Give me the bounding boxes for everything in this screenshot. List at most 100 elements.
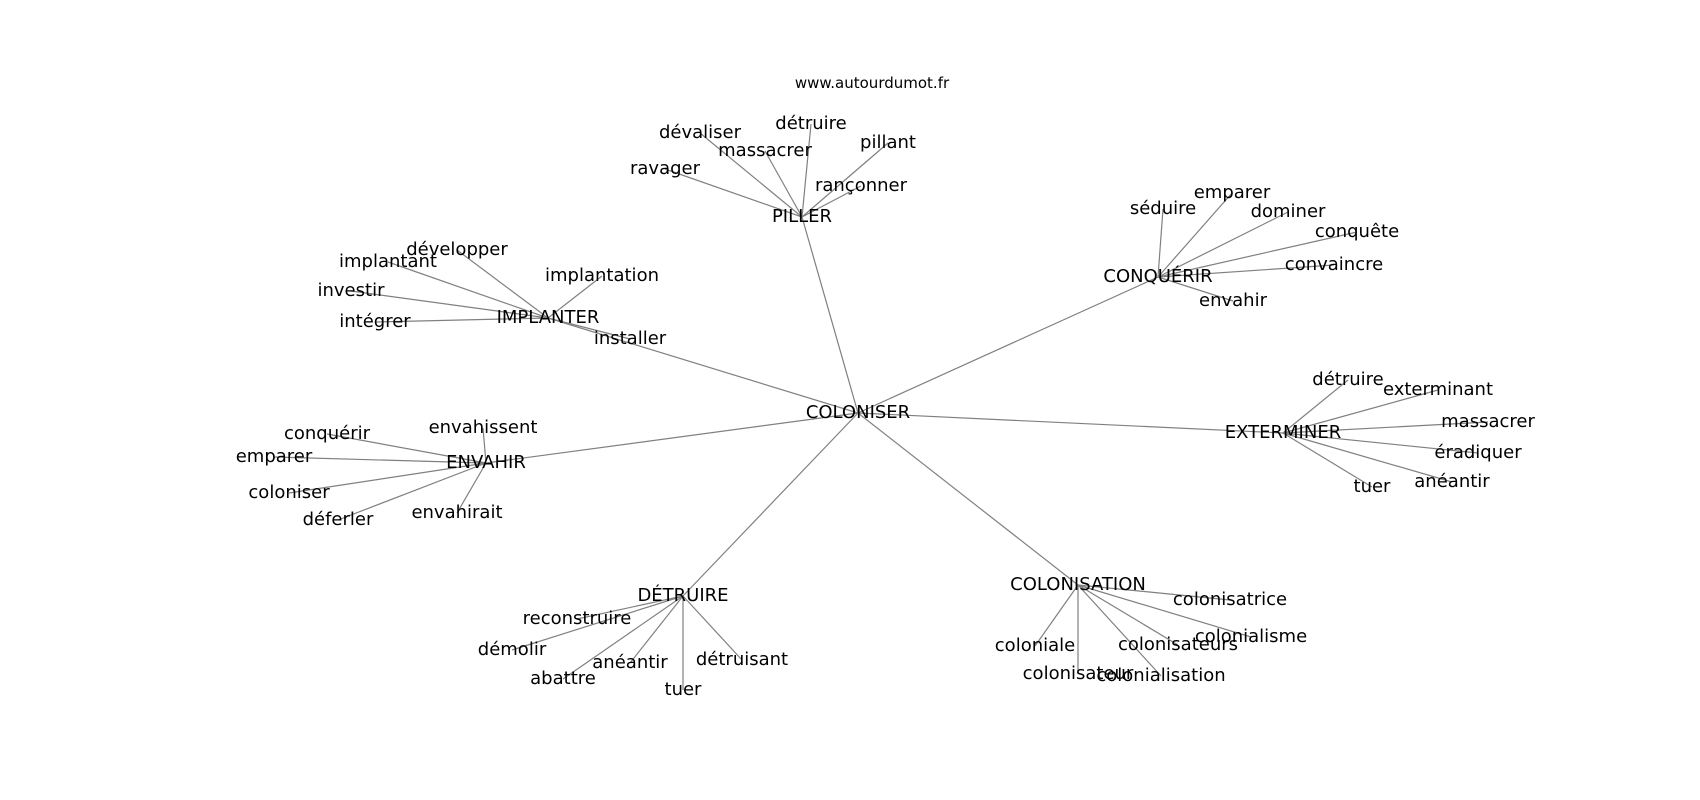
edge-hub-to-leaf: [1282, 379, 1349, 434]
edge-hub-to-leaf: [682, 595, 743, 661]
edge-center-to-hub: [801, 216, 859, 414]
hub-node-label: EXTERMINER: [1225, 422, 1341, 443]
edge-hub-to-leaf: [664, 168, 803, 218]
hub-node-label: CONQUÉRIR: [1103, 265, 1212, 287]
leaf-node-label: emparer: [236, 446, 313, 467]
leaf-node-label: emparer: [1194, 182, 1271, 203]
leaf-node-label: colonisateurs: [1118, 634, 1238, 655]
leaf-node-label: anéantir: [592, 652, 668, 673]
leaf-node-label: coloniser: [248, 482, 330, 503]
edge-hub-to-leaf: [1077, 584, 1252, 638]
leaf-node-label: implantation: [545, 265, 659, 286]
leaf-node-label: tuer: [665, 679, 703, 700]
edge-hub-to-leaf: [547, 317, 631, 340]
edge-hub-to-leaf: [629, 595, 684, 664]
leaf-node-label: ravager: [630, 158, 701, 179]
hub-node-label: DÉTRUIRE: [637, 584, 728, 606]
edge-hub-to-leaf: [1157, 231, 1358, 278]
edge-hub-to-leaf: [326, 433, 487, 464]
edge-hub-to-leaf: [1282, 421, 1489, 434]
leaf-node-label: envahissent: [429, 417, 538, 438]
leaf-node-label: déferler: [303, 509, 374, 530]
hub-node-label: COLONISATION: [1010, 574, 1146, 595]
leaf-node-label: développer: [406, 239, 508, 260]
edge-hub-to-leaf: [1157, 276, 1234, 302]
leaf-node-label: installer: [594, 328, 667, 349]
edge-hub-to-leaf: [1157, 208, 1164, 278]
edge-hub-to-leaf: [337, 462, 487, 521]
leaf-node-label: colonisatrice: [1173, 589, 1287, 610]
edge-hub-to-leaf: [801, 185, 862, 218]
leaf-node-label: éradiquer: [1434, 442, 1522, 463]
edge-hub-to-leaf: [576, 595, 684, 620]
leaf-node-label: colonialisme: [1195, 626, 1307, 647]
leaf-node-label: conquête: [1315, 221, 1399, 242]
edge-hub-to-leaf: [288, 462, 487, 494]
leaf-node-label: investir: [318, 280, 386, 301]
edge-hub-to-leaf: [1077, 584, 1162, 677]
edge-hub-to-leaf: [511, 595, 684, 651]
leaf-node-label: détruisant: [696, 649, 788, 670]
edge-hub-to-leaf: [801, 142, 889, 218]
edge-hub-to-leaf: [1077, 584, 1179, 646]
graph-labels: www.autourdumot.fr COLONISER PILLER dévali…: [236, 74, 1536, 700]
leaf-node-label: convaincre: [1285, 254, 1383, 275]
edge-hub-to-leaf: [1034, 584, 1079, 647]
edge-hub-to-leaf: [801, 123, 812, 218]
edge-hub-to-leaf: [387, 261, 549, 319]
leaf-node-label: envahirait: [411, 502, 502, 523]
edge-hub-to-leaf: [374, 317, 549, 323]
site-url: www.autourdumot.fr: [795, 74, 950, 92]
leaf-node-label: abattre: [530, 668, 596, 689]
leaf-node-label: séduire: [1130, 198, 1196, 219]
edge-center-to-hub: [547, 317, 859, 414]
edge-hub-to-leaf: [1282, 432, 1453, 483]
edge-hub-to-leaf: [1157, 211, 1289, 278]
edge-center-to-hub: [485, 412, 859, 464]
center-node-label: COLONISER: [806, 402, 910, 423]
edge-center-to-hub: [857, 412, 1079, 586]
edge-hub-to-leaf: [547, 275, 603, 319]
edge-center-to-hub: [857, 276, 1159, 414]
leaf-node-label: massacrer: [1441, 411, 1535, 432]
leaf-node-label: dominer: [1251, 201, 1326, 222]
edge-hub-to-leaf: [1157, 192, 1233, 278]
edge-hub-to-leaf: [456, 249, 549, 319]
edge-hub-to-leaf: [1282, 432, 1373, 488]
leaf-node-label: détruire: [775, 113, 846, 134]
leaf-node-label: envahir: [1199, 290, 1268, 311]
leaf-node-label: colonialisation: [1096, 665, 1225, 686]
leaf-node-label: pillant: [860, 132, 916, 153]
edge-hub-to-leaf: [273, 456, 487, 464]
leaf-node-label: implantant: [339, 251, 437, 272]
edge-hub-to-leaf: [699, 132, 803, 218]
leaf-node-label: détruire: [1312, 369, 1383, 390]
leaf-node-label: coloniale: [995, 635, 1075, 656]
leaf-node-label: reconstruire: [523, 608, 632, 629]
leaf-node-label: démolir: [478, 639, 547, 660]
edge-hub-to-leaf: [482, 427, 487, 464]
leaf-node-label: conquérir: [284, 423, 371, 444]
graph-edges: [273, 123, 1489, 690]
leaf-node-label: rançonner: [815, 175, 908, 196]
leaf-node-label: anéantir: [1414, 471, 1490, 492]
edge-hub-to-leaf: [1282, 432, 1479, 454]
edge-hub-to-leaf: [1077, 584, 1231, 601]
edge-hub-to-leaf: [1157, 264, 1335, 278]
edge-hub-to-leaf: [456, 462, 487, 514]
leaf-node-label: intégrer: [339, 311, 411, 332]
edge-center-to-hub: [682, 412, 859, 597]
leaf-node-label: dévaliser: [659, 122, 742, 143]
hub-node-label: ENVAHIR: [446, 452, 526, 473]
edge-hub-to-leaf: [1282, 389, 1439, 434]
hub-node-label: PILLER: [772, 206, 832, 227]
hub-node-label: IMPLANTER: [497, 307, 600, 328]
leaf-node-label: exterminant: [1383, 379, 1493, 400]
leaf-node-label: massacrer: [718, 140, 812, 161]
edge-center-to-hub: [857, 412, 1284, 434]
edge-hub-to-leaf: [562, 595, 684, 680]
edge-hub-to-leaf: [350, 290, 549, 319]
leaf-node-label: tuer: [1354, 476, 1392, 497]
edge-hub-to-leaf: [764, 150, 803, 218]
